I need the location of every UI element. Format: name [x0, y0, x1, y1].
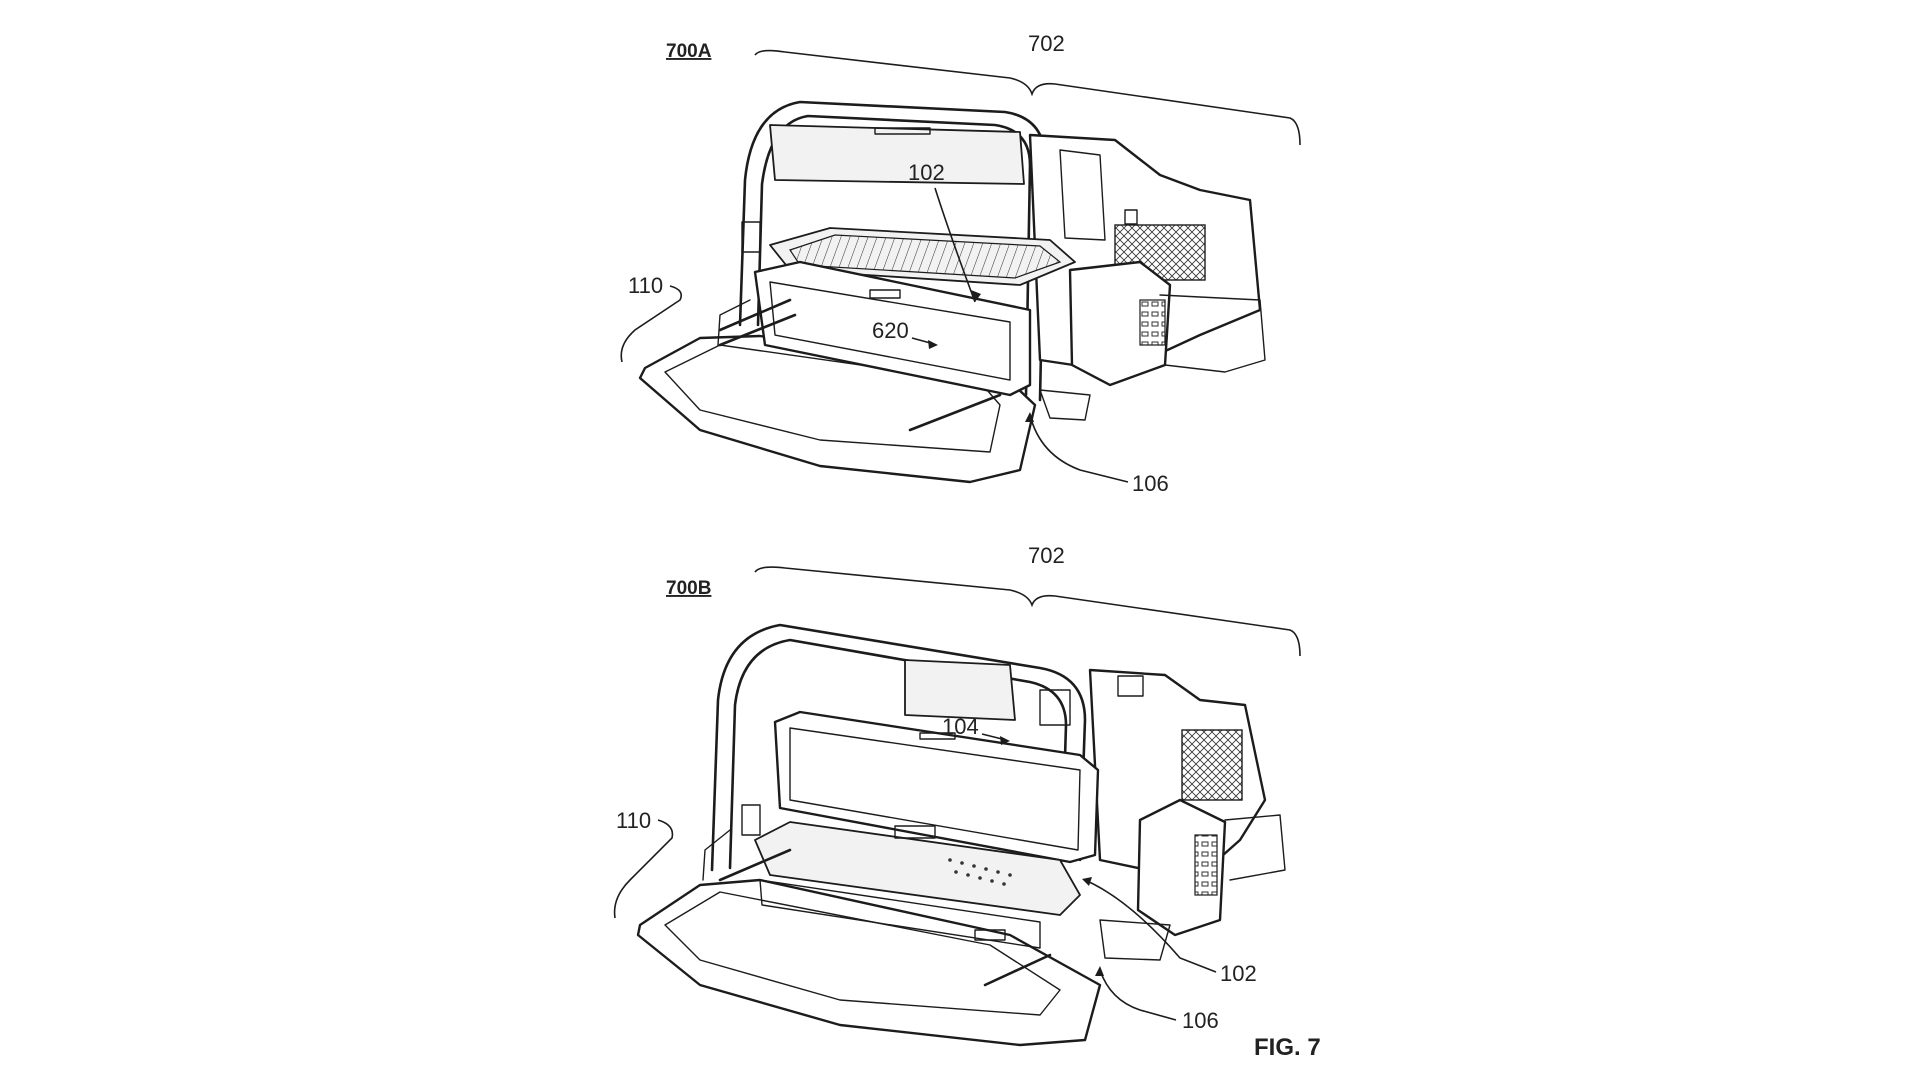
- leader-102-b: [1084, 879, 1217, 973]
- view-700a-title: 700A: [666, 41, 712, 62]
- leader-102-b-arrow: [1082, 877, 1092, 886]
- leader-106-b-arrow: [1095, 966, 1104, 976]
- brace-702-b: [754, 566, 1301, 657]
- callout-702-b: 702: [1028, 543, 1065, 568]
- callout-620-a: 620: [872, 318, 909, 343]
- callout-102-b: 102: [1220, 961, 1257, 986]
- leader-102-a: [934, 187, 976, 303]
- leader-106-b: [1099, 969, 1177, 1021]
- callout-104-b: 104: [942, 714, 979, 739]
- callout-702-a: 702: [1028, 31, 1065, 56]
- leader-106-a-arrow: [1025, 412, 1034, 422]
- leader-620-a-arrow: [928, 340, 938, 349]
- vehicle-cargo-illustration-a: [638, 100, 1266, 484]
- leader-102-a-arrow: [971, 290, 981, 302]
- view-700b-title: 700B: [666, 578, 711, 599]
- callout-102-a: 102: [908, 160, 945, 185]
- callout-110-a: 110: [628, 273, 663, 298]
- callout-106-b: 106: [1182, 1008, 1219, 1033]
- vehicle-cargo-illustration-b: [636, 623, 1286, 1047]
- view-700b: 700B 702: [613, 543, 1301, 1047]
- figure-label: FIG. 7: [1254, 1034, 1321, 1061]
- view-700a: 700A 702: [620, 31, 1301, 496]
- brace-702-a: [754, 49, 1301, 146]
- callout-106-a: 106: [1132, 471, 1169, 496]
- leader-104-b-arrow: [1000, 736, 1010, 745]
- leader-110-a: [620, 285, 683, 363]
- callout-110-b: 110: [616, 808, 651, 833]
- leader-106-a: [1029, 414, 1129, 483]
- leader-110-b: [613, 819, 674, 919]
